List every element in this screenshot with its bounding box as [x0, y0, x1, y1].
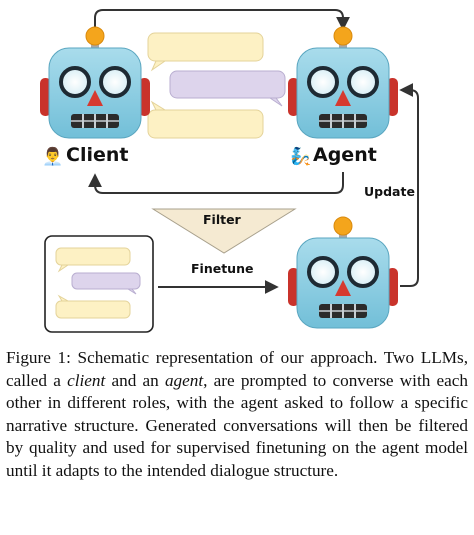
speech-bubble-icon — [169, 70, 286, 99]
caption-agent-term: agent — [164, 370, 204, 390]
caption-client-term: client — [67, 370, 106, 390]
robot-client-icon — [38, 25, 152, 140]
caption-suffix: , are prompted to converse with each oth… — [6, 370, 468, 480]
update-label: Update — [364, 184, 415, 199]
funnel-filter-icon — [151, 208, 297, 254]
robot-agent-icon — [286, 25, 400, 140]
agent-label: Agent — [313, 144, 377, 166]
agent-emoji: 🧞 — [290, 146, 311, 167]
client-label: Client — [66, 144, 128, 166]
filter-label: Filter — [203, 212, 242, 227]
caption-middle: and an — [105, 370, 165, 390]
conversation-bubbles — [147, 32, 286, 139]
figure-caption: Figure 1: Schematic representation of ou… — [6, 347, 468, 483]
arrow-update — [399, 83, 419, 287]
finetune-label: Finetune — [191, 261, 253, 276]
caption-prefix: Figure 1: Schematic representation of ou… — [6, 348, 468, 390]
speech-bubble-icon — [147, 32, 264, 62]
dataset-card-icon — [44, 235, 154, 333]
arrow-client-to-agent — [94, 9, 350, 38]
client-emoji: 👨‍💼 — [42, 146, 63, 167]
speech-bubble-icon — [147, 109, 264, 139]
robot-finetuned-icon — [286, 215, 400, 330]
arrow-agent-to-client — [88, 172, 344, 194]
